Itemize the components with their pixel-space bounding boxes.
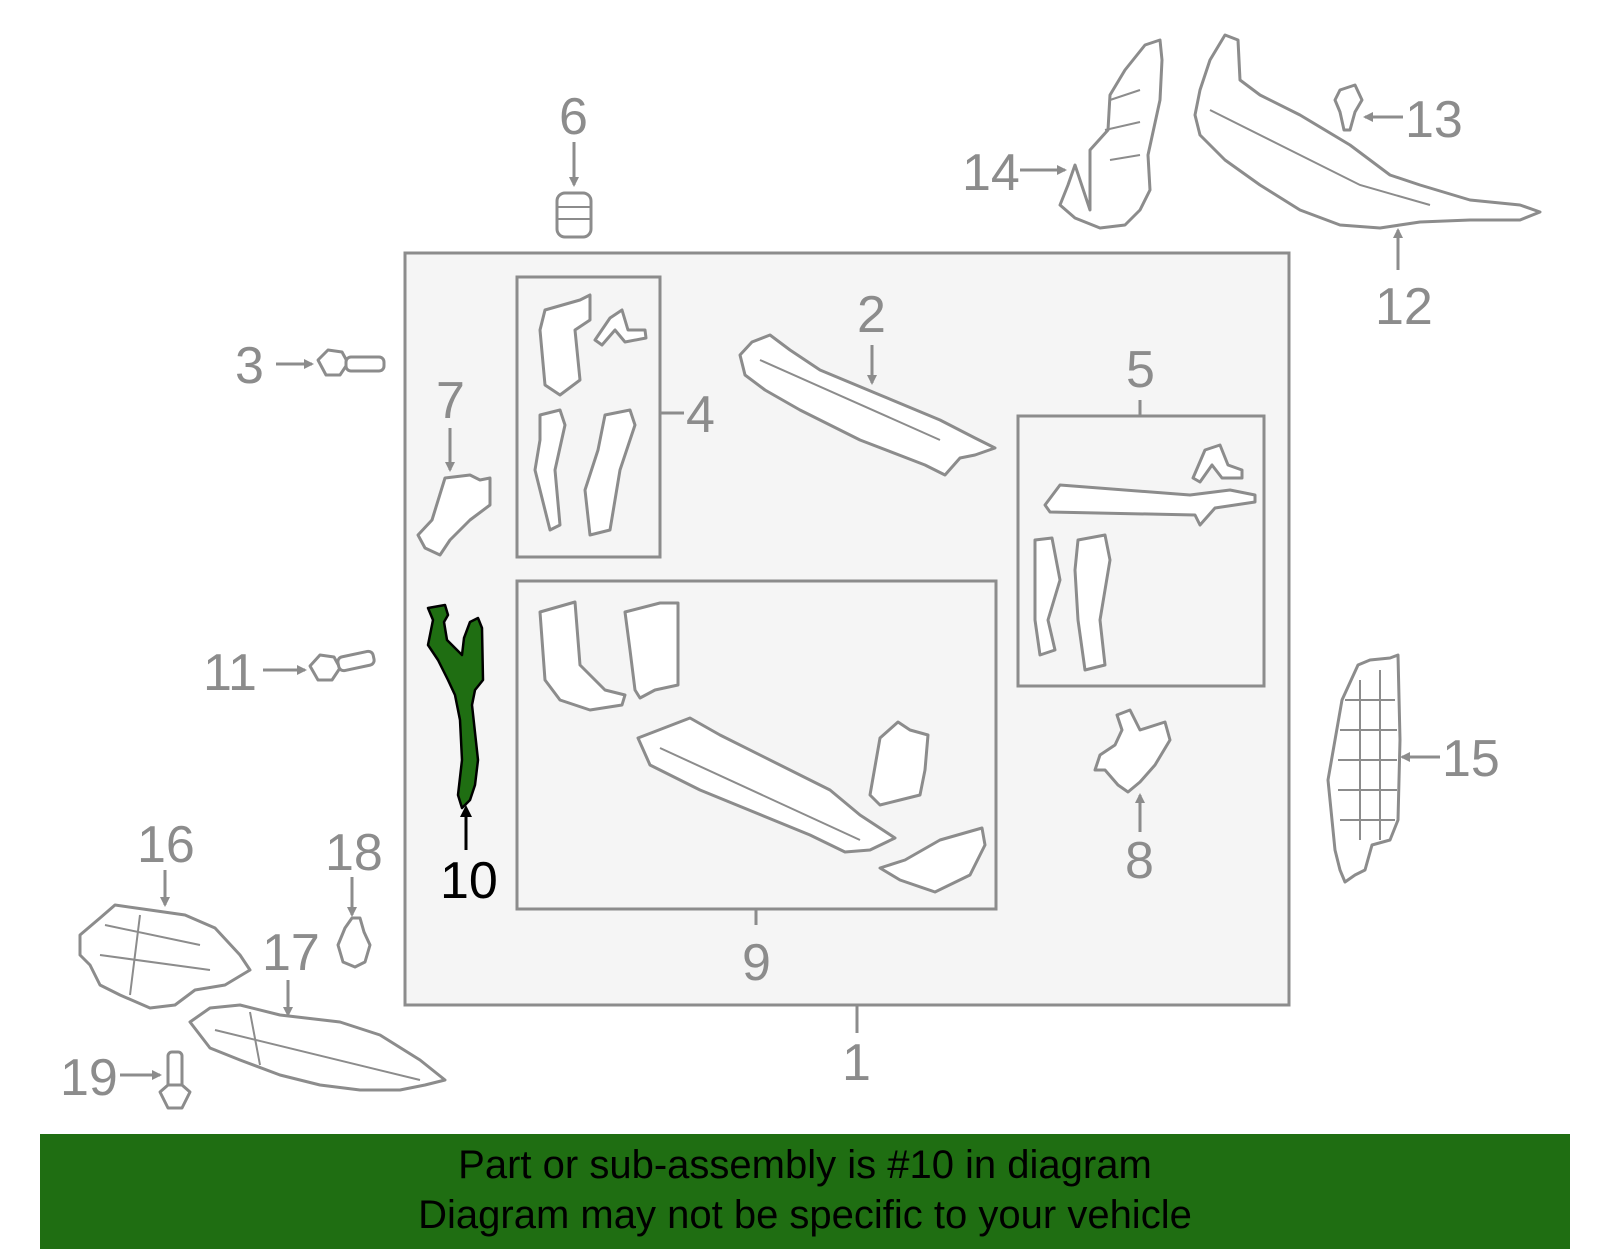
part-17-undercover — [188, 1003, 447, 1092]
part-15-air-guide — [1326, 653, 1402, 884]
part-18-clip — [336, 916, 372, 969]
callout-12: 12 — [1375, 278, 1433, 336]
part-12-cover — [1193, 33, 1542, 230]
callout-5: 5 — [1126, 341, 1155, 399]
callout-18: 18 — [325, 824, 383, 882]
callout-16: 16 — [137, 816, 195, 874]
subassembly-box-4 — [515, 275, 662, 559]
callout-3: 3 — [235, 337, 264, 395]
part-6-bushing — [555, 191, 593, 239]
callout-10: 10 — [440, 852, 498, 910]
banner-line-1: Part or sub-assembly is #10 in diagram — [458, 1143, 1152, 1187]
part-19-bolt — [158, 1050, 192, 1110]
callout-7: 7 — [436, 372, 465, 430]
callout-19: 19 — [60, 1049, 118, 1107]
banner-line-2: Diagram may not be specific to your vehi… — [418, 1193, 1192, 1237]
assembly-panel-1 — [403, 251, 1291, 1007]
callout-11: 11 — [203, 644, 257, 702]
callout-4: 4 — [686, 386, 715, 444]
callout-17: 17 — [262, 924, 320, 982]
part-10-highlighted[interactable] — [426, 603, 485, 810]
part-2 — [738, 333, 997, 477]
callout-13: 13 — [1405, 91, 1463, 149]
part-11-bolt — [308, 649, 376, 682]
part-16-undercover — [78, 903, 252, 1010]
part-3-bolt — [316, 348, 386, 377]
part-13-clip — [1333, 83, 1364, 132]
callout-2: 2 — [857, 286, 886, 344]
part-9-brackets — [538, 600, 987, 894]
callout-6: 6 — [559, 88, 588, 146]
callout-8: 8 — [1125, 832, 1154, 890]
part-14-duct — [1058, 38, 1164, 230]
callout-1: 1 — [842, 1034, 871, 1092]
notice-banner: Part or sub-assembly is #10 in diagram D… — [40, 1134, 1570, 1249]
callout-15: 15 — [1442, 730, 1500, 788]
part-5-brackets — [1033, 443, 1257, 672]
part-8 — [1093, 708, 1172, 794]
callout-9: 9 — [742, 934, 771, 992]
callout-14: 14 — [962, 144, 1020, 202]
part-4-brackets — [533, 293, 648, 537]
part-7 — [416, 473, 492, 557]
